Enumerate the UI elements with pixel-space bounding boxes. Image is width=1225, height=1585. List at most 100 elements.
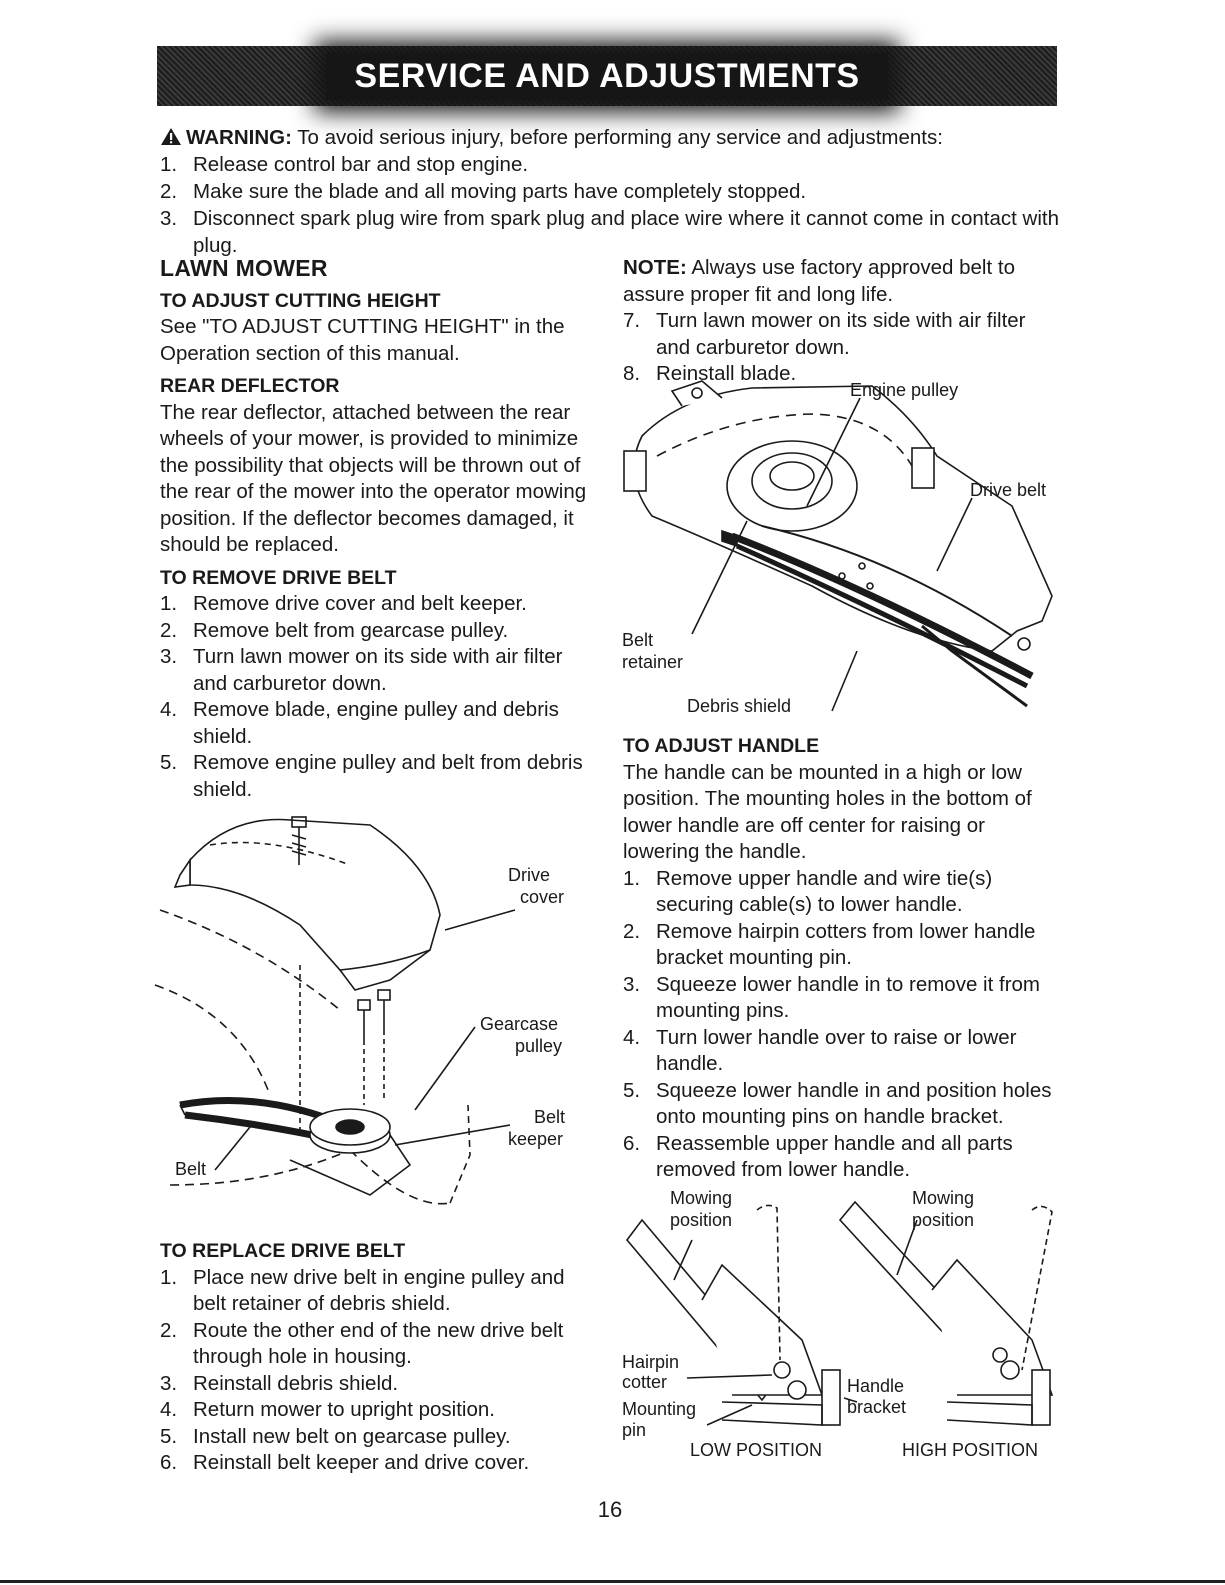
step-number: 2.: [623, 919, 641, 943]
step-text: Disconnect spark plug wire from spark pl…: [193, 207, 1059, 257]
step-number: 3.: [160, 207, 178, 230]
label-retainer: retainer: [622, 652, 683, 672]
list-item: 3.Turn lawn mower on its side with air f…: [160, 644, 590, 697]
warning-label: WARNING:: [186, 126, 292, 149]
section-title: SERVICE AND ADJUSTMENTS: [326, 52, 888, 100]
step-number: 4.: [623, 1025, 641, 1049]
warning-triangle-icon: [161, 128, 181, 145]
label-belt: Belt: [175, 1159, 206, 1179]
label-bracket: bracket: [847, 1397, 906, 1417]
step-text: Place new drive belt in engine pulley an…: [193, 1265, 565, 1316]
label-mowing-low: Mowing: [670, 1188, 732, 1208]
list-item: 4. Turn lower handle over to raise or low…: [623, 1025, 1063, 1078]
list-item: 6.Reinstall belt keeper and drive cover.: [160, 1450, 590, 1477]
page-number: 16: [597, 1497, 623, 1522]
label-mounting: Mounting: [622, 1399, 696, 1419]
adjust-handle-section: TO ADJUST HANDLE The handle can be mount…: [623, 733, 1063, 1184]
note: NOTE: Always use factory approved belt t…: [623, 255, 1063, 308]
step-number: 2.: [160, 1318, 178, 1342]
label-belt-keeper-2: keeper: [508, 1129, 563, 1149]
step-number: 6.: [160, 1451, 178, 1474]
list-item: 2.Remove belt from gearcase pulley.: [160, 618, 590, 645]
rear-deflector-heading: REAR DEFLECTOR: [160, 375, 340, 397]
label-mowing-high: Mowing: [912, 1188, 974, 1208]
rear-deflector-text: The rear deflector, attached between the…: [160, 400, 587, 557]
step-text: Turn lower handle over to raise or lower…: [656, 1025, 1017, 1076]
step-number: 1.: [160, 153, 178, 176]
list-item: 8. Reinstall blade.: [623, 361, 1063, 388]
list-item: 2. Remove hairpin cotters from lower hand…: [623, 919, 1063, 972]
label-handle: Handle: [847, 1376, 904, 1396]
step-text: Reinstall debris shield.: [193, 1371, 399, 1395]
list-item: 2. Route the other end of the new drive b…: [160, 1318, 590, 1371]
step-number: 3.: [160, 1371, 178, 1395]
warning-line: WARNING: To avoid serious injury, before…: [160, 124, 1060, 151]
right-column: NOTE: Always use factory approved belt t…: [623, 255, 1063, 388]
list-item: 2. Make sure the blade and all moving par…: [160, 178, 1060, 205]
lawn-mower-heading: LAWN MOWER: [160, 255, 328, 281]
label-low-position: LOW POSITION: [690, 1440, 822, 1460]
step-number: 5.: [160, 751, 178, 774]
label-debris-shield: Debris shield: [687, 696, 791, 716]
step-text: Reinstall blade.: [656, 362, 797, 385]
step-text: Route the other end of the new drive bel…: [193, 1318, 564, 1369]
step-text: Release control bar and stop engine.: [193, 153, 529, 176]
label-pin: pin: [622, 1420, 646, 1440]
step-text: Return mower to upright position.: [193, 1398, 495, 1421]
debris-shield-diagram: Engine pulley Drive belt Belt retainer D…: [622, 380, 1053, 716]
step-number: 6.: [623, 1131, 641, 1155]
list-item: 5. Install new belt on gearcase pulley.: [160, 1424, 590, 1451]
step-text: Turn lawn mower on its side with air fil…: [193, 645, 563, 695]
list-item: 3. Disconnect spark plug wire from spark …: [160, 205, 1060, 259]
warning-steps: 1. Release control bar and stop engine. 2…: [160, 151, 1060, 259]
label-belt-keeper-1: Belt: [534, 1107, 565, 1127]
list-item: 1.Remove drive cover and belt keeper.: [160, 591, 590, 618]
list-item: 1.Remove upper handle and wire tie(s) se…: [623, 866, 1063, 919]
list-item: 1. Release control bar and stop engine.: [160, 151, 1060, 178]
step-text: Remove hairpin cotters from lower handle…: [656, 919, 1036, 970]
adjust-handle-steps: 1.Remove upper handle and wire tie(s) se…: [623, 866, 1063, 1184]
list-item: 5. Squeeze lower handle in and position h…: [623, 1078, 1063, 1131]
handle-position-diagram: Mowing position Mowing position Hairpin …: [622, 1188, 1054, 1460]
step-number: 5.: [623, 1078, 641, 1102]
list-item: 4.Return mower to upright position.: [160, 1397, 590, 1424]
adjust-handle-text: The handle can be mounted in a high or l…: [623, 760, 1032, 864]
step-number: 2.: [160, 180, 178, 203]
step-number: 1.: [623, 866, 641, 890]
list-item: 3.Squeeze lower handle in to remove it f…: [623, 972, 1063, 1025]
list-item: 3. Reinstall debris shield.: [160, 1371, 590, 1398]
list-item: 7.Turn lawn mower on its side with air f…: [623, 308, 1063, 361]
replace-belt-section: TO REPLACE DRIVE BELT 1.Place new drive …: [160, 1238, 590, 1477]
section-banner: SERVICE AND ADJUSTMENTS: [157, 46, 1057, 106]
list-item: 1. Place new drive belt in engine pulley …: [160, 1265, 590, 1318]
step-text: Install new belt on gearcase pulley.: [193, 1424, 511, 1448]
step-text: Remove blade, engine pulley and debris s…: [193, 698, 559, 748]
remove-belt-heading: TO REMOVE DRIVE BELT: [160, 566, 397, 589]
step-text: Turn lawn mower on its side with air fil…: [656, 309, 1026, 359]
label-drive-belt: Drive belt: [970, 480, 1046, 500]
step-text: Remove drive cover and belt keeper.: [193, 592, 527, 615]
label-cover: cover: [520, 887, 564, 907]
step-text: Make sure the blade and all moving parts…: [193, 180, 807, 203]
step-number: 4.: [160, 698, 178, 721]
step-number: 1.: [160, 1265, 178, 1289]
label-pulley: pulley: [515, 1036, 562, 1056]
reinstall-steps: 7.Turn lawn mower on its side with air f…: [623, 308, 1063, 388]
step-text: Squeeze lower handle in and position hol…: [656, 1078, 1052, 1129]
label-high-position: HIGH POSITION: [902, 1440, 1038, 1460]
list-item: 4. Remove blade, engine pulley and debris…: [160, 697, 590, 750]
label-gearcase: Gearcase: [480, 1014, 558, 1034]
step-number: 8.: [623, 362, 641, 385]
list-item: 6. Reassemble upper handle and all parts …: [623, 1131, 1063, 1184]
bottom-rule: [0, 1580, 1225, 1583]
remove-belt-steps: 1.Remove drive cover and belt keeper. 2.…: [160, 591, 590, 803]
step-text: Reassemble upper handle and all parts re…: [656, 1131, 1013, 1182]
label-cotter: cotter: [622, 1372, 667, 1392]
label-belt: Belt: [622, 630, 653, 650]
label-position-high: position: [912, 1210, 974, 1230]
adjust-handle-heading: TO ADJUST HANDLE: [623, 735, 820, 757]
list-item: 5.Remove engine pulley and belt from deb…: [160, 750, 590, 803]
label-position-low: position: [670, 1210, 732, 1230]
step-number: 5.: [160, 1424, 178, 1448]
label-hairpin: Hairpin: [622, 1352, 679, 1372]
